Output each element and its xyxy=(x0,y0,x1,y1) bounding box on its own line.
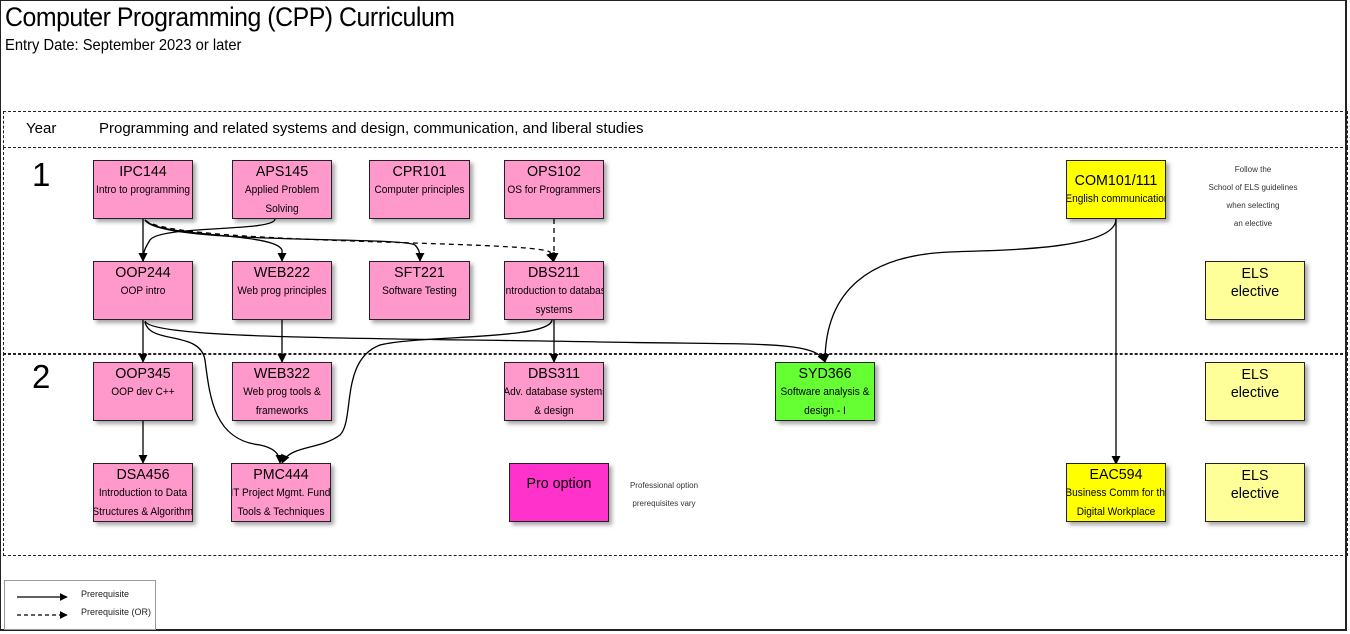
course-code: PMC444 xyxy=(253,466,309,483)
course-name-line1: Applied Problem xyxy=(244,184,320,196)
course-name-line1: IT Project Mgmt. Fund. xyxy=(231,487,331,499)
course-name: OS for Programmers xyxy=(507,184,601,196)
elective-line1: ELS xyxy=(1241,366,1269,383)
year2-band xyxy=(3,353,1348,556)
course-code: COM101/111 xyxy=(1074,172,1158,189)
legend: Prerequisite Prerequisite (OR) xyxy=(4,580,156,630)
course-code: DBS211 xyxy=(527,264,581,281)
course-dbs211[interactable]: DBS211 introduction to database systems xyxy=(504,261,604,320)
course-ops102[interactable]: OPS102 OS for Programmers xyxy=(504,160,604,219)
legend-solid-label: Prerequisite xyxy=(81,589,130,599)
course-cpr101[interactable]: CPR101 Computer principles xyxy=(369,160,470,219)
entry-date: Entry Date: September 2023 or later xyxy=(5,37,242,54)
course-name: OOP dev C++ xyxy=(111,386,175,398)
course-web222[interactable]: WEB222 Web prog principles xyxy=(232,261,332,320)
course-ipc144[interactable]: IPC144 Intro to programming xyxy=(93,160,193,219)
course-code: WEB322 xyxy=(253,365,311,382)
course-name-line2: design - I xyxy=(804,405,846,417)
course-name-line2: systems xyxy=(535,304,573,316)
page-title: Computer Programming (CPP) Curriculum xyxy=(5,2,455,32)
course-web322[interactable]: WEB322 Web prog tools & frameworks xyxy=(232,362,332,421)
course-oop345[interactable]: OOP345 OOP dev C++ xyxy=(93,362,193,421)
course-com101[interactable]: COM101/111 English communications xyxy=(1066,160,1166,219)
course-code: OOP345 xyxy=(115,365,171,382)
course-aps145[interactable]: APS145 Applied Problem Solving xyxy=(232,160,332,219)
els-guideline-note: Follow the School of ELS guidelines when… xyxy=(1208,165,1298,228)
elective-line1: ELS xyxy=(1241,467,1269,484)
course-code: WEB222 xyxy=(253,264,311,281)
course-name-line1: introduction to database xyxy=(504,285,604,297)
els-elective-1[interactable]: ELS elective xyxy=(1205,261,1305,320)
course-name-line1: Introduction to Data xyxy=(98,487,188,499)
pro-option-label: Pro option xyxy=(526,475,592,492)
course-code: CPR101 xyxy=(392,163,447,180)
course-name: Software Testing xyxy=(382,285,457,297)
course-dsa456[interactable]: DSA456 Introduction to Data Structures &… xyxy=(93,463,193,522)
year-label-2: 2 xyxy=(32,358,51,395)
course-code: OPS102 xyxy=(527,163,581,180)
course-name-line2: frameworks xyxy=(255,405,309,417)
description-column-header: Programming and related systems and desi… xyxy=(99,120,644,137)
course-name-line1: Web prog tools & xyxy=(243,386,321,398)
course-code: SFT221 xyxy=(394,264,445,281)
els-elective-3[interactable]: ELS elective xyxy=(1205,463,1305,522)
course-name: Computer principles xyxy=(374,184,465,196)
course-code: SYD366 xyxy=(798,365,852,382)
course-name-line2: Tools & Techniques xyxy=(237,506,325,518)
year-label-1: 1 xyxy=(32,156,51,193)
course-name: OOP intro xyxy=(120,285,166,297)
elective-line1: ELS xyxy=(1241,265,1269,282)
course-name-line1: Business Comm for the xyxy=(1066,487,1166,499)
year-column-header: Year xyxy=(26,120,57,137)
course-name-line1: Software analysis & xyxy=(780,386,870,398)
elective-line2: elective xyxy=(1230,485,1280,502)
course-code: IPC144 xyxy=(119,163,167,180)
course-pmc444[interactable]: PMC444 IT Project Mgmt. Fund. Tools & Te… xyxy=(231,463,331,522)
elective-line2: elective xyxy=(1230,283,1280,300)
course-name-line2: Solving xyxy=(265,203,299,215)
pro-option-box[interactable]: Pro option xyxy=(509,463,609,522)
course-code: DSA456 xyxy=(116,466,170,483)
course-name-line1: Adv. database systems xyxy=(504,386,604,398)
course-dbs311[interactable]: DBS311 Adv. database systems & design xyxy=(504,362,604,421)
course-name-line2: Structures & Algorithms xyxy=(93,506,193,518)
course-name-line2: Digital Workplace xyxy=(1076,506,1156,518)
course-name: Web prog principles xyxy=(237,285,327,297)
course-code: EAC594 xyxy=(1089,466,1143,483)
els-elective-2[interactable]: ELS elective xyxy=(1205,362,1305,421)
course-name: English communications xyxy=(1066,193,1166,205)
course-name-line2: & design xyxy=(534,405,574,417)
elective-line2: elective xyxy=(1230,384,1280,401)
course-code: APS145 xyxy=(255,163,309,180)
legend-dashed-label: Prerequisite (OR) xyxy=(81,607,152,617)
course-syd366[interactable]: SYD366 Software analysis & design - I xyxy=(775,362,875,421)
course-oop244[interactable]: OOP244 OOP intro xyxy=(93,261,193,320)
legend-symbols xyxy=(17,593,68,619)
course-code: OOP244 xyxy=(115,264,171,281)
course-sft221[interactable]: SFT221 Software Testing xyxy=(369,261,470,320)
course-eac594[interactable]: EAC594 Business Comm for the Digital Wor… xyxy=(1066,463,1166,522)
pro-option-note: Professional option prerequisites vary xyxy=(629,481,699,508)
course-name: Intro to programming xyxy=(96,184,190,196)
course-code: DBS311 xyxy=(527,365,581,382)
